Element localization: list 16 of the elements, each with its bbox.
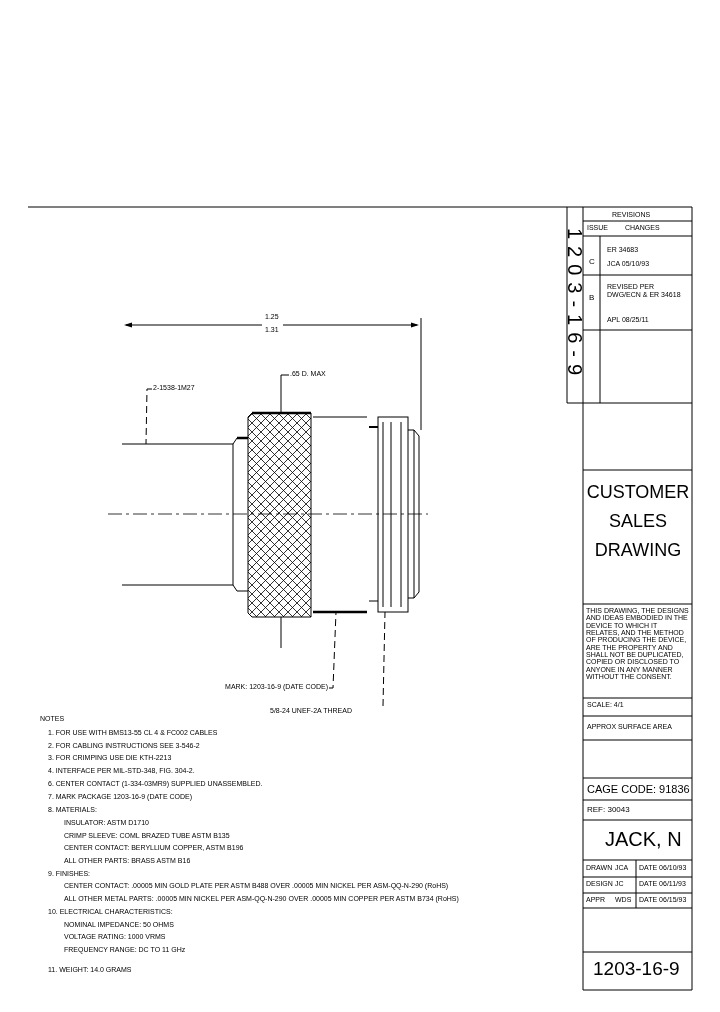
- drawing-number: 1203-16-9: [563, 226, 586, 385]
- leader-line: [280, 374, 290, 414]
- cable-drawing: [121, 436, 249, 592]
- leader-line: [328, 611, 337, 689]
- reference-number: REF: 30043: [587, 805, 630, 815]
- drawing-number: 1203-16-9: [593, 958, 680, 980]
- drawing-type-title: CUSTOMER SALES DRAWING: [586, 481, 690, 562]
- leader-line: [382, 611, 386, 707]
- part-title: JACK, N: [605, 828, 682, 851]
- cage-code: CAGE CODE: 91836: [587, 783, 690, 796]
- revision-letter: C: [589, 257, 595, 267]
- leader-line: [145, 388, 153, 445]
- body-drawing: [312, 416, 379, 614]
- knurled-nut-drawing: [247, 411, 312, 618]
- revision-letter: B: [589, 293, 595, 303]
- threaded-ring-drawing: [377, 416, 420, 613]
